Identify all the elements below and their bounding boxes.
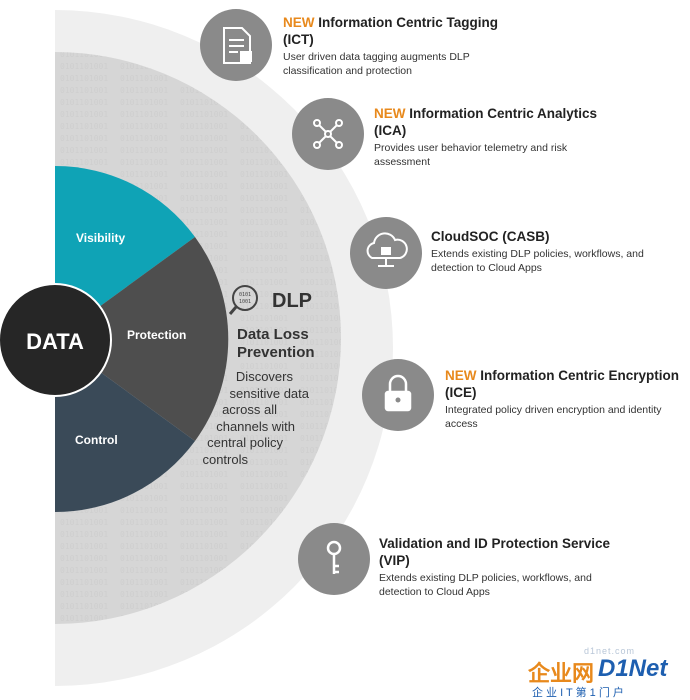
feature-desc-line2: detection to Cloud Apps [431, 262, 542, 274]
dlp-subtitle-line1: Data Loss [237, 326, 309, 343]
svg-text:1001: 1001 [239, 299, 251, 305]
magnifier-icon: 0101 1001 [228, 285, 258, 315]
document-tag-icon [223, 27, 252, 64]
logo-domain: d1net.com [584, 646, 636, 656]
feature-ica: NEW Information Centric Analytics (ICA) … [374, 105, 674, 169]
feature-title-line1: Validation and ID Protection Service [379, 536, 611, 551]
dlp-title: DLP [272, 290, 312, 312]
feature-title: NEW Information Centric Encryption [445, 367, 690, 384]
feature-desc-line1: Extends existing DLP policies, workflows… [379, 572, 592, 584]
feature-desc: Extends existing DLP policies, workflows… [379, 571, 679, 599]
feature-desc: Extends existing DLP policies, workflows… [431, 247, 686, 275]
segment-label-visibility: Visibility [76, 231, 126, 245]
feature-title-line2: (ICE) [445, 385, 477, 400]
data-label: DATA [26, 329, 84, 354]
dlp-desc-line: central policy [207, 435, 283, 450]
dlp-subtitle: Data Loss Prevention [237, 326, 315, 362]
feature-title-line1: Information Centric Tagging [318, 15, 499, 30]
feature-desc-line2: detection to Cloud Apps [379, 586, 490, 598]
feature-desc: User driven data tagging augments DLP cla… [283, 50, 573, 78]
feature-vip: Validation and ID Protection Service (VI… [379, 535, 679, 599]
logo-tagline: 企 业 I T 第 1 门 户 [532, 687, 624, 699]
feature-title: Validation and ID Protection Service [379, 535, 679, 552]
dlp-desc-line: controls [202, 451, 248, 467]
new-badge: NEW [445, 368, 477, 383]
feature-casb: CloudSOC (CASB) Extends existing DLP pol… [431, 228, 686, 275]
feature-title-line1: Information Centric Encryption [480, 368, 680, 383]
feature-title-line2: (ICT) [283, 32, 314, 47]
feature-ict: NEW Information Centric Tagging (ICT) Us… [283, 14, 573, 78]
cloud-lock-icon [366, 232, 408, 267]
feature-desc-line2: access [445, 418, 478, 430]
analytics-network-icon [313, 119, 343, 149]
feature-desc: Provides user behavior telemetry and ris… [374, 141, 674, 169]
key-icon [326, 540, 342, 574]
feature-desc-line1: Integrated policy driven encryption and … [445, 404, 662, 416]
d1net-logo: d1net.com 企业网 D1Net 企 业 I T 第 1 门 户 [526, 646, 690, 699]
data-circle [0, 283, 112, 397]
dlp-desc-line: sensitive data [229, 385, 310, 401]
feature-title-line1: Information Centric Analytics [409, 106, 598, 121]
feature-title: NEW Information Centric Analytics [374, 105, 674, 122]
feature-title-line2: (VIP) [379, 553, 410, 568]
dlp-desc-line: channels with [216, 418, 295, 434]
dlp-description: Discovers sensitive data across all chan… [180, 369, 310, 468]
dlp-subtitle-line2: Prevention [237, 344, 315, 361]
feature-desc-line1: Provides user behavior telemetry and ris… [374, 142, 568, 154]
segment-label-control: Control [75, 433, 118, 447]
new-badge: NEW [374, 106, 406, 121]
svg-text:0101: 0101 [239, 292, 251, 298]
new-badge: NEW [283, 15, 315, 30]
padlock-keyhole [395, 397, 401, 403]
feature-title-line1: CloudSOC (CASB) [431, 229, 550, 244]
dlp-desc-line: Discovers [235, 369, 293, 384]
feature-title-line2: (ICA) [374, 123, 407, 138]
feature-title: NEW Information Centric Tagging [283, 14, 573, 31]
logo-brand-cn: 企业网 [528, 661, 595, 686]
feature-desc-line1: User driven data tagging augments DLP [283, 51, 470, 63]
dlp-desc-line: across all [222, 402, 277, 417]
feature-ice: NEW Information Centric Encryption (ICE)… [445, 367, 690, 431]
segment-protection [55, 237, 229, 441]
feature-title: CloudSOC (CASB) [431, 228, 686, 245]
feature-desc-line2: assessment [374, 156, 431, 168]
icon-circle-ica [292, 98, 364, 170]
feature-desc-line1: Extends existing DLP policies, workflows… [431, 248, 644, 260]
logo-brand-en: D1Net [598, 655, 668, 682]
feature-desc-line2: classification and protection [283, 65, 412, 77]
feature-desc: Integrated policy driven encryption and … [445, 403, 690, 431]
segment-label-protection: Protection [127, 328, 187, 342]
